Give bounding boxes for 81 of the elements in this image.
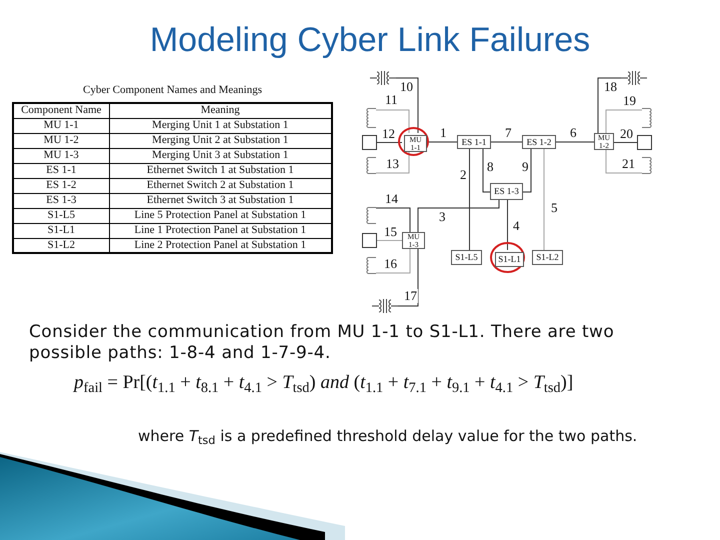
connector-line: [606, 110, 642, 134]
link-number: 5: [550, 201, 558, 215]
empty-box: [362, 233, 377, 248]
coil-icon: [642, 108, 652, 128]
link-number: 1: [439, 126, 448, 140]
device-box: ES 1-3: [490, 183, 523, 200]
link-number: 17: [403, 289, 418, 303]
table-cell: ES 1-1: [13, 163, 109, 178]
coil-icon: [366, 108, 376, 128]
equation-text: p$_{fail}$ = Pr[(t$_{1.1}$ + t$_{8.1}$ + t$_{4.1}$ > T$_{tsd}$) and (t$_{1.1}$ + t$_{7.1}$ + t$_{9.1}$ + t$_{4.1}$ > T$_{tsd}$)]: [74, 371, 574, 396]
highlight-ring: [490, 242, 525, 273]
link-number: 16: [383, 257, 398, 271]
link-number: 2: [459, 168, 468, 182]
connector-line: [522, 148, 532, 192]
connector-line: [614, 142, 638, 143]
table-cell: Ethernet Switch 3 at Substation 1: [109, 193, 332, 208]
coil-icon: [642, 157, 652, 174]
table-cell: MU 1-1: [13, 118, 109, 133]
transformer-icon: [370, 70, 396, 86]
connector-line: [469, 148, 470, 250]
device-box: S1-L1: [495, 252, 524, 267]
table-cell: Merging Unit 3 at Substation 1: [109, 148, 332, 163]
table-cell: Line 1 Protection Panel at Substation 1: [109, 223, 332, 238]
connector-line: [376, 240, 402, 241]
body-text: Consider the communication from MU 1-1 to S1-L1. There are two possible paths: 1-8-4 and 1-7-9-4.: [29, 322, 616, 364]
connector-line: [398, 248, 418, 306]
link-number: 4: [512, 219, 520, 233]
coil-icon: [366, 257, 376, 274]
device-box: ES 1-1: [457, 135, 491, 149]
link-number: 21: [621, 157, 636, 171]
table-header-cell: Component Name: [13, 103, 109, 118]
link-number: 6: [569, 126, 578, 140]
table-cell: MU 1-2: [13, 133, 109, 148]
link-number: 9: [521, 160, 530, 174]
coil-icon: [366, 207, 376, 224]
empty-box: [637, 135, 652, 150]
coil-icon: [366, 157, 376, 174]
table-cell: Merging Unit 1 at Substation 1: [109, 118, 332, 133]
connector-line: [507, 200, 508, 250]
link-number: 14: [384, 192, 399, 206]
table-cell: Ethernet Switch 2 at Substation 1: [109, 178, 332, 193]
link-number: 15: [383, 225, 398, 239]
connector-line: [376, 150, 410, 174]
highlight-ring: [398, 127, 429, 156]
table-header-cell: Meaning: [109, 103, 332, 118]
link-number: 8: [486, 160, 494, 174]
link-number: 11: [384, 93, 399, 107]
transformer-icon: [372, 298, 398, 314]
device-box: ES 1-2: [522, 135, 556, 149]
connector-line: [418, 200, 500, 232]
connector-line: [376, 248, 410, 274]
connector-line: [482, 148, 490, 192]
link-number: 13: [385, 157, 400, 171]
link-number: 20: [619, 127, 634, 141]
explanation-text: where T$_{tsd}$ is a predefined threshold delay value for the two paths.: [138, 426, 638, 446]
table-cell: ES 1-2: [13, 178, 109, 193]
table-cell: MU 1-3: [13, 148, 109, 163]
connector-line: [606, 150, 642, 174]
link-number: 3: [438, 210, 446, 224]
table-cell: Ethernet Switch 1 at Substation 1: [109, 163, 332, 178]
slide-title: Modeling Cyber Link Failures: [148, 20, 592, 60]
link-number: 12: [381, 127, 396, 141]
connector-line: [376, 142, 402, 143]
empty-box: [362, 135, 377, 150]
connector-line: [376, 110, 410, 134]
connector-line: [396, 78, 418, 134]
device-box: S1-L5: [451, 250, 482, 265]
connector-line: [376, 208, 410, 232]
table-cell: Line 5 Protection Panel at Substation 1: [109, 208, 332, 223]
table-caption: Cyber Component Names and Meanings: [82, 83, 264, 97]
link-number: 18: [603, 80, 618, 94]
table-cell: S1-L5: [13, 208, 109, 223]
table-cell: S1-L1: [13, 223, 109, 238]
link-number: 7: [504, 126, 512, 140]
table-cell: ES 1-3: [13, 193, 109, 208]
table-cell: Merging Unit 2 at Substation 1: [109, 133, 332, 148]
device-box: S1-L2: [532, 250, 563, 265]
link-number: 10: [399, 80, 414, 94]
connector-line: [598, 78, 622, 134]
transformer-icon: [621, 70, 647, 86]
link-number: 19: [622, 94, 637, 108]
